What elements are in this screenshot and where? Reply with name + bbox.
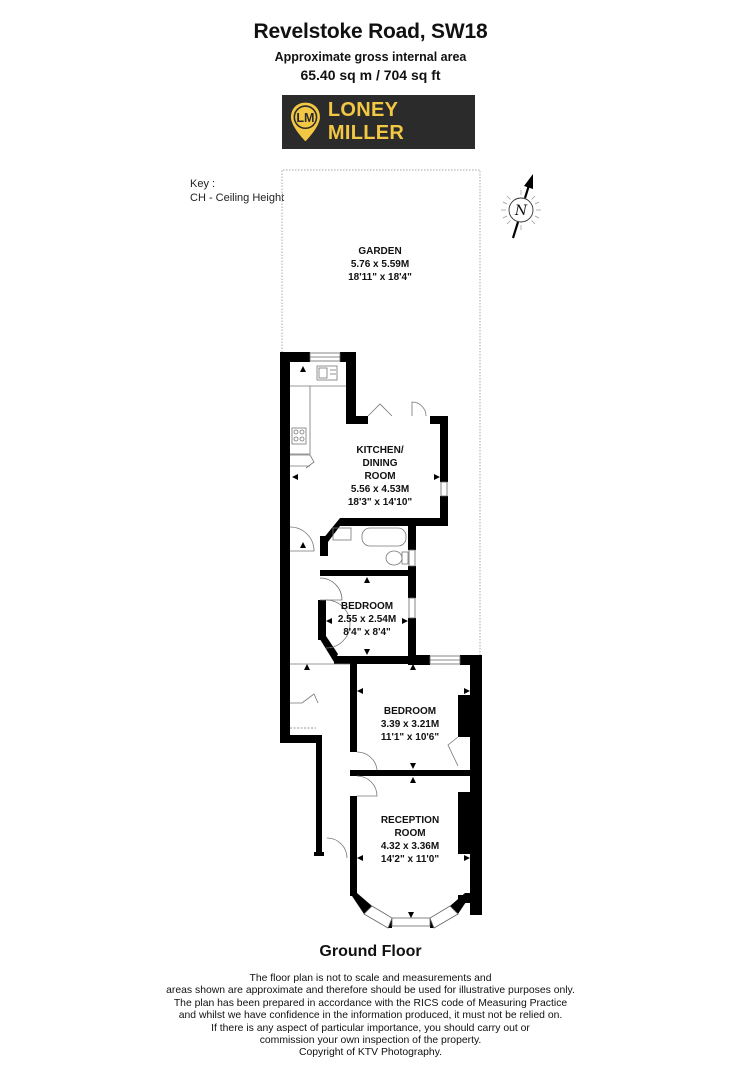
map-pin-icon: LM	[290, 102, 320, 142]
floor-label: Ground Floor	[319, 943, 422, 960]
room-name: ROOM	[394, 828, 426, 839]
key-title: Key :	[190, 178, 216, 190]
room-bedroom-small: BEDROOM 2.55 x 2.54M 8'4" x 8'4"	[322, 600, 412, 639]
disclaimer-line: The plan has been prepared in accordance…	[173, 997, 568, 1009]
room-imperial: 18'3" x 14'10"	[347, 497, 413, 508]
gross-internal-area: 65.40 sq m / 704 sq ft	[300, 67, 441, 83]
room-name: DINING	[362, 458, 398, 469]
room-metric: 3.39 x 3.21M	[380, 719, 440, 730]
room-name: KITCHEN/	[356, 445, 404, 456]
room-name: GARDEN	[358, 246, 402, 257]
room-bedroom-large: BEDROOM 3.39 x 3.21M 11'1" x 10'6"	[360, 705, 460, 744]
room-imperial: 18'11" x 18'4"	[348, 272, 412, 283]
room-kitchen-dining: KITCHEN/ DINING ROOM 5.56 x 4.53M 18'3" …	[325, 444, 435, 509]
room-name: BEDROOM	[383, 706, 437, 717]
room-garden: GARDEN 5.76 x 5.59M 18'11" x 18'4"	[320, 245, 440, 284]
dimension-markers	[292, 366, 470, 918]
room-imperial: 14'2" x 11'0"	[380, 854, 440, 865]
key-item: CH - Ceiling Height	[190, 192, 285, 204]
agent-logo: LM LONEY MILLER	[282, 95, 475, 149]
garden-boundary	[281, 169, 481, 655]
logo-monogram: LM	[296, 111, 314, 125]
area-subtitle: Approximate gross internal area	[274, 50, 467, 64]
room-metric: 2.55 x 2.54M	[337, 614, 397, 625]
partitions	[289, 365, 459, 859]
north-arrow-icon: N	[501, 174, 541, 239]
room-imperial: 11'1" x 10'6"	[380, 732, 440, 743]
room-name: RECEPTION	[380, 815, 440, 826]
room-name: BEDROOM	[340, 601, 394, 612]
disclaimer-line: The floor plan is not to scale and measu…	[249, 973, 492, 984]
disclaimer-line: If there is any aspect of particular imp…	[211, 1022, 530, 1034]
svg-text:N: N	[514, 203, 528, 219]
disclaimer-line: and whilst we have confidence in the inf…	[178, 1010, 563, 1022]
disclaimer-line: areas shown are approximate and therefor…	[166, 985, 575, 997]
hall-walls	[280, 662, 322, 856]
room-reception: RECEPTION ROOM 4.32 x 3.36M 14'2" x 11'0…	[360, 814, 460, 866]
logo-wordmark: LONEY MILLER	[327, 99, 405, 144]
disclaimer-line: Copyright of KTV Photography.	[298, 1047, 443, 1059]
disclaimer: The floor plan is not to scale and measu…	[0, 973, 741, 1060]
room-metric: 5.56 x 4.53M	[350, 484, 410, 495]
disclaimer-line: commission your own inspection of the pr…	[259, 1035, 482, 1047]
room-name: ROOM	[364, 471, 396, 482]
windows	[309, 352, 461, 929]
room-metric: 4.32 x 3.36M	[380, 841, 440, 852]
room-imperial: 8'4" x 8'4"	[343, 627, 391, 638]
property-title: Revelstoke Road, SW18	[253, 20, 488, 43]
room-metric: 5.76 x 5.59M	[350, 259, 410, 270]
legend-key: Key : CH - Ceiling Height	[190, 177, 284, 205]
walls	[280, 352, 482, 928]
